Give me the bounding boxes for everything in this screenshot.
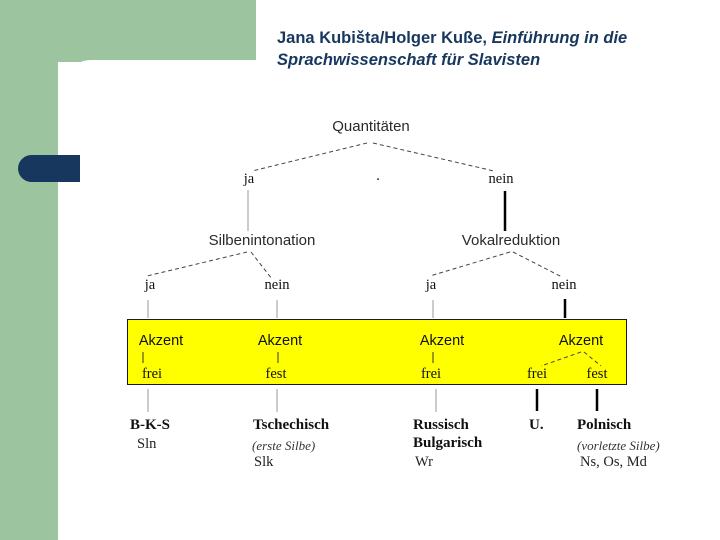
slide-title: Jana Kubišta/Holger Kuße, Einführung in … — [277, 27, 627, 71]
slide-navy-accent-pill — [18, 155, 80, 182]
tree-l1-ja-label: ja — [243, 171, 255, 187]
language-name-bks: B-K-S — [130, 417, 171, 433]
tree-silbenintonation: Silbenintonation — [208, 232, 316, 249]
language-name-bulgarisch: Bulgarisch — [413, 435, 483, 451]
slide-green-sidebar — [0, 0, 58, 540]
akzent-value-frei-2: frei — [420, 366, 442, 382]
language-name-tschechisch: Tschechisch — [253, 417, 330, 433]
tree-l3-ja-2: ja — [425, 277, 437, 293]
language-abbrev-sln: Sln — [137, 436, 157, 452]
tree-l1-dot: . — [376, 168, 380, 184]
language-name-russisch: Russisch — [413, 417, 469, 433]
tree-l3-nein-1: nein — [264, 277, 290, 293]
tree-l3-nein-2: nein — [551, 277, 577, 293]
akzent-label-2: Akzent — [257, 333, 303, 349]
tree-l1-nein-label: nein — [488, 171, 514, 187]
title-author: Jana Kubišta/Holger Kuße, — [277, 29, 487, 47]
slide-title-line1: Jana Kubišta/Holger Kuße, Einführung in … — [277, 27, 627, 49]
akzent-label-3: Akzent — [419, 333, 465, 349]
language-abbrev-slk: Slk — [254, 454, 274, 470]
tree-l3-ja-1: ja — [144, 277, 156, 293]
tree-vokalreduktion: Vokalreduktion — [461, 232, 561, 249]
akzent-value-fest-2: fest — [586, 366, 608, 382]
akzent-value-fest-1: fest — [265, 366, 287, 382]
language-note-vorletzte-silbe: (vorletzte Silbe) — [577, 438, 660, 453]
title-italic-part2: Sprachwissenschaft für Slavisten — [277, 51, 541, 69]
language-note-erste-silbe: (erste Silbe) — [252, 438, 316, 453]
akzent-value-frei-3: frei — [526, 366, 548, 382]
highlight-band — [127, 319, 627, 385]
akzent-label-1: Akzent — [138, 333, 184, 349]
tree-root-label: Quantitäten — [332, 118, 410, 135]
language-name-u: U. — [529, 417, 544, 433]
language-abbrev-ns-os-md: Ns, Os, Md — [580, 454, 647, 470]
language-abbrev-wr: Wr — [415, 454, 433, 470]
slide-content-panel — [58, 60, 720, 540]
akzent-value-frei-1: frei — [141, 366, 163, 382]
title-italic-part1: Einführung in die — [491, 29, 628, 47]
akzent-label-4: Akzent — [558, 333, 604, 349]
language-name-polnisch: Polnisch — [577, 417, 632, 433]
